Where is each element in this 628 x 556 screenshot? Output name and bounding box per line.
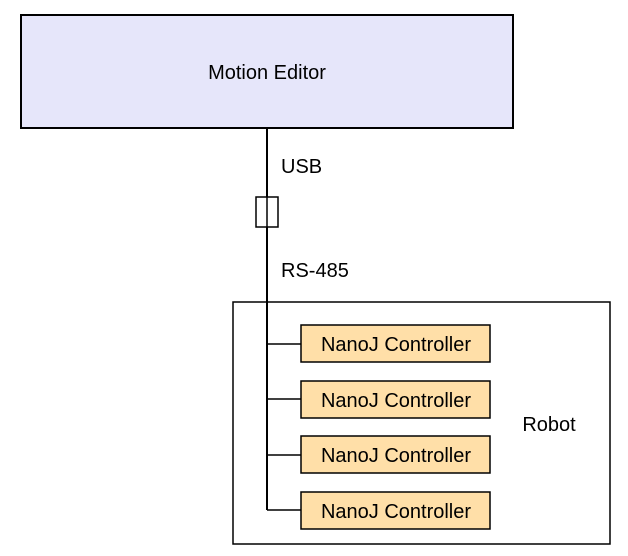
motion-editor-box — [20, 14, 514, 129]
nanoj-controller-box — [300, 435, 491, 474]
nanoj-controller-node-1: NanoJ Controller — [300, 324, 491, 363]
nanoj-controller-label: NanoJ Controller — [321, 334, 471, 356]
nanoj-controller-node-3: NanoJ Controller — [300, 435, 491, 474]
motion-editor-node: Motion Editor — [20, 14, 514, 129]
nanoj-controller-label: NanoJ Controller — [321, 501, 471, 523]
nanoj-controller-node-2: NanoJ Controller — [300, 380, 491, 419]
nanoj-controller-node-4: NanoJ Controller — [300, 491, 491, 530]
motion-editor-label: Motion Editor — [208, 62, 326, 84]
robot-label: Robot — [522, 414, 576, 436]
nanoj-controller-label: NanoJ Controller — [321, 445, 471, 467]
nanoj-controller-box — [300, 491, 491, 530]
nanoj-controller-box — [300, 380, 491, 419]
usb-label: USB — [281, 156, 322, 178]
nanoj-controller-label: NanoJ Controller — [321, 390, 471, 412]
rs485-label: RS-485 — [281, 260, 349, 282]
nanoj-controller-box — [300, 324, 491, 363]
